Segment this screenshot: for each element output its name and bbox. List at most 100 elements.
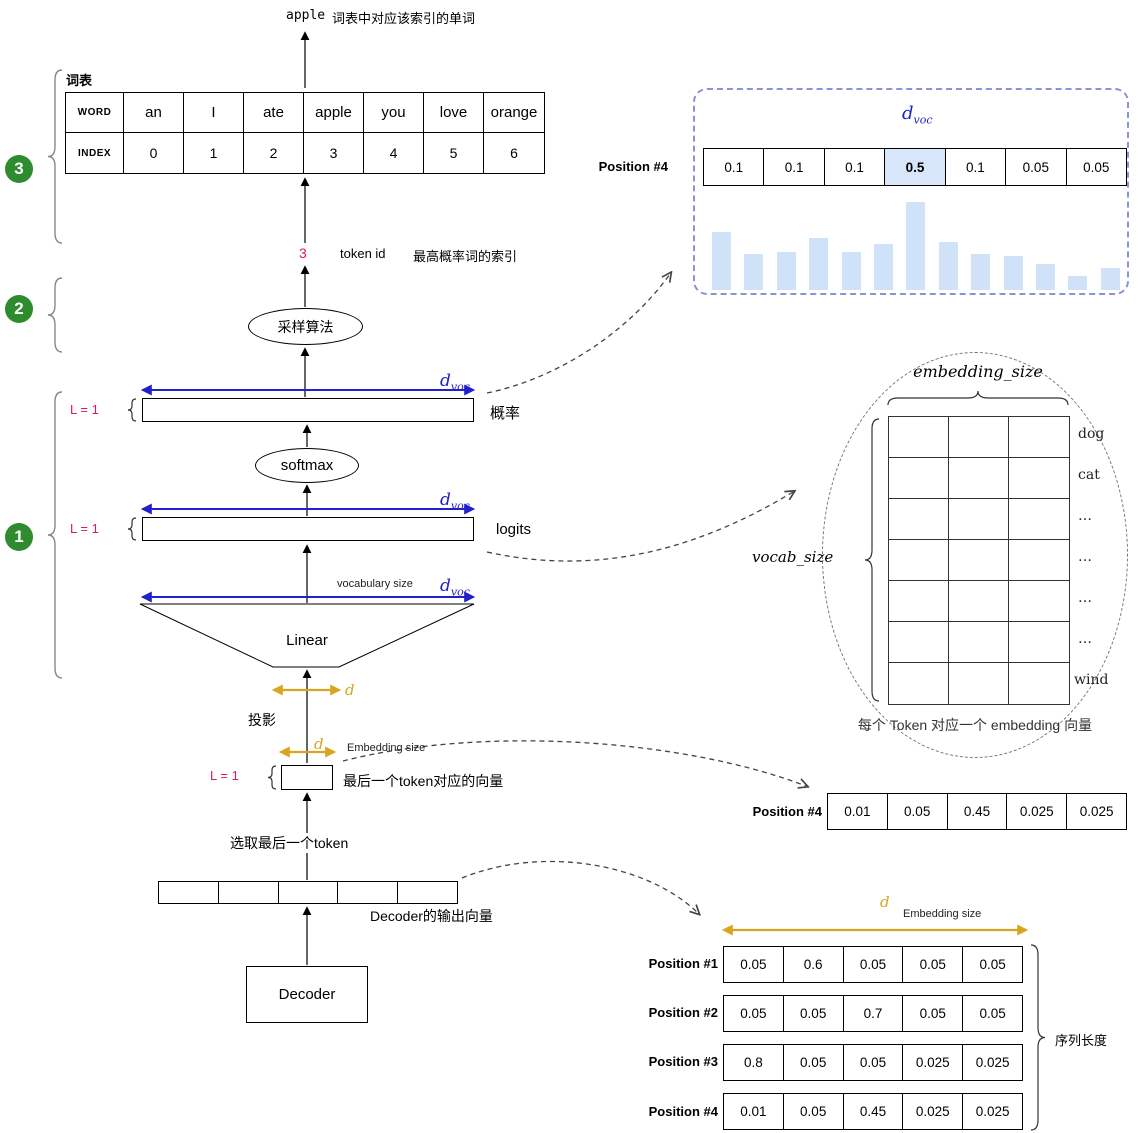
vocab-index: 0	[124, 133, 184, 173]
vector-cell: 0.45	[948, 794, 1008, 829]
probability-bar	[1036, 264, 1056, 290]
embedding-cell	[949, 581, 1009, 622]
last-token-vector	[281, 765, 333, 790]
brace-l1-logits	[127, 517, 137, 541]
prob-cell: 0.1	[946, 149, 1007, 185]
vector-cell: 0.05	[784, 1045, 844, 1080]
prob-cell: 0.1	[704, 149, 765, 185]
curve-output-to-table	[461, 860, 698, 913]
l1-label-logits: L = 1	[70, 521, 99, 536]
probability-bar	[874, 244, 894, 290]
vector-cell: 0.025	[903, 1045, 964, 1080]
result-word: apple	[286, 8, 326, 23]
probability-bar	[971, 254, 991, 290]
probability-bar	[1100, 268, 1120, 290]
position4-label-top: Position #4	[598, 159, 668, 174]
matrix-row-label: wind	[1074, 672, 1109, 688]
embedding-size-label: embedding_size	[913, 362, 1043, 381]
prob-cell: 0.05	[1083, 159, 1110, 175]
embedding-cell	[889, 499, 949, 540]
vector-cell: 0.05	[844, 1045, 904, 1080]
brace-step2	[47, 277, 63, 353]
decoder-output-label: Decoder的输出向量	[370, 908, 493, 924]
vector-cell: 0.05	[784, 1094, 844, 1129]
curve-logits-to-matrix	[486, 492, 793, 562]
brace-step3	[47, 69, 63, 244]
d-label-linear: d	[345, 681, 355, 699]
embedding-size-note-bottom: Embedding size	[903, 908, 982, 920]
vector-cell: 0.05	[979, 1006, 1006, 1021]
probability-bar	[841, 252, 861, 290]
vector-cell: 0.05	[903, 947, 964, 982]
vector-cell: 0.05	[979, 957, 1006, 972]
matrix-row-label: …	[1078, 631, 1092, 647]
embedding-cell	[949, 458, 1009, 499]
d-symbol: d	[440, 490, 451, 510]
d-symbol: d	[440, 371, 451, 391]
vocab-word: ate	[244, 93, 304, 133]
position1-label: Position #1	[648, 956, 718, 971]
matrix-row-label: dog	[1078, 426, 1105, 442]
probability-bar-chart	[712, 196, 1120, 290]
position2-row: 0.05 0.05 0.7 0.05 0.05	[723, 995, 1023, 1032]
voc-subscript: voc	[450, 499, 470, 513]
position4-label-bottom: Position #4	[648, 1104, 718, 1119]
vector-cell: 0.05	[784, 996, 844, 1031]
embedding-cell	[1009, 540, 1069, 581]
dvoc-label-logits: dvoc	[440, 490, 470, 512]
vector-cell: 0.7	[844, 996, 904, 1031]
curve-prob-to-detail	[486, 274, 670, 394]
vocab-word: you	[364, 93, 424, 133]
decoder-output-cell	[338, 882, 399, 903]
vocab-word-header: WORD	[66, 93, 124, 133]
embedding-cell	[889, 663, 949, 704]
decoder-output-cell	[398, 882, 457, 903]
vector-cell: 0.025	[975, 1055, 1010, 1070]
sequence-length-label: 序列长度	[1055, 1033, 1108, 1048]
vocab-index: 4	[364, 133, 424, 173]
vocab-word: an	[124, 93, 184, 133]
d-label-bottom: d	[880, 893, 890, 911]
vocab-word: I	[184, 93, 244, 133]
vector-cell: 0.45	[844, 1094, 904, 1129]
d-symbol: d	[440, 576, 451, 596]
last-token-note: 最后一个token对应的向量	[343, 773, 504, 789]
vector-cell: 0.05	[903, 996, 964, 1031]
dvoc-label-detail: dvoc	[902, 103, 933, 127]
embedding-cell	[949, 499, 1009, 540]
linear-label: Linear	[286, 632, 328, 649]
position1-row: 0.05 0.6 0.05 0.05 0.05	[723, 946, 1023, 983]
group-braces	[47, 69, 63, 679]
probability-value-row: 0.1 0.1 0.1 0.5 0.1 0.05 0.05	[703, 148, 1127, 186]
vector-cell: 0.8	[724, 1045, 784, 1080]
vocab-index: 3	[304, 133, 364, 173]
position2-label: Position #2	[648, 1005, 718, 1020]
token-id-note: 最高概率词的索引	[413, 249, 518, 264]
embedding-cell	[889, 622, 949, 663]
vocab-index: 1	[184, 133, 244, 173]
embedding-cell	[949, 540, 1009, 581]
vocab-word: orange	[484, 93, 544, 133]
probability-bar	[712, 232, 731, 290]
embedding-cell	[1009, 417, 1069, 458]
step-badge-3: 3	[5, 155, 33, 183]
token-id-value: 3	[299, 245, 307, 261]
logits-vector	[142, 517, 474, 541]
embedding-grid	[888, 416, 1070, 705]
l1-label-vector: L = 1	[210, 768, 239, 783]
vocab-word: apple	[304, 93, 364, 133]
token-id-label: token id	[340, 246, 386, 261]
embedding-cell	[889, 581, 949, 622]
matrix-row-label: …	[1078, 508, 1092, 524]
matrix-row-label: …	[1078, 590, 1092, 606]
embedding-cell	[949, 417, 1009, 458]
vector-cell: 0.05	[844, 947, 904, 982]
voc-subscript: voc	[450, 585, 470, 599]
embedding-cell	[949, 622, 1009, 663]
select-token-label: 选取最后一个token	[227, 833, 352, 853]
vocab-title: 词表	[66, 73, 93, 88]
decoder-output-cell	[159, 882, 219, 903]
probability-bar	[1003, 256, 1023, 290]
step-badge-1: 1	[5, 523, 33, 551]
